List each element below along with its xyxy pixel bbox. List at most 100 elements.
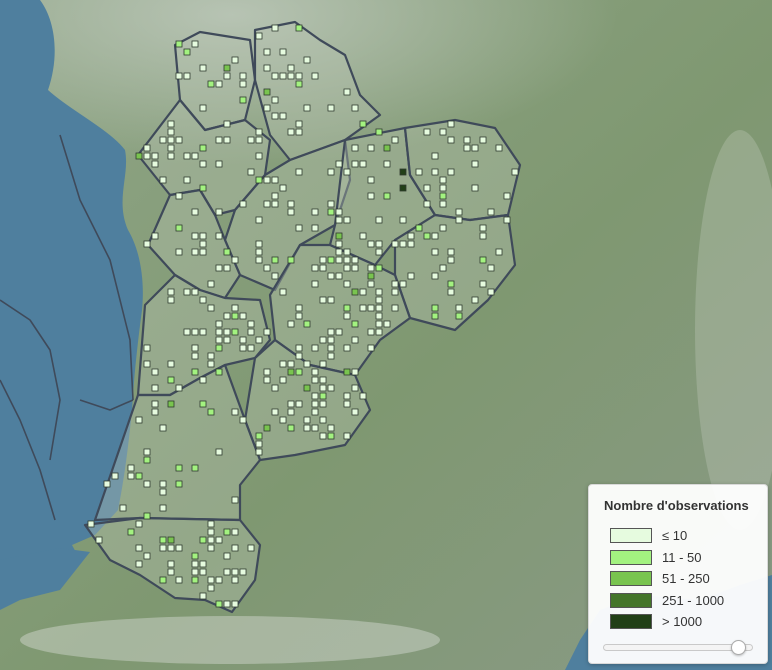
grid-cell <box>343 400 351 408</box>
grid-cell <box>319 264 327 272</box>
grid-cell <box>335 232 343 240</box>
grid-cell <box>431 272 439 280</box>
grid-cell <box>223 120 231 128</box>
grid-cell <box>207 352 215 360</box>
grid-cell <box>471 184 479 192</box>
grid-cell <box>399 168 407 176</box>
grid-cell <box>303 424 311 432</box>
grid-cell <box>439 200 447 208</box>
grid-cell <box>287 72 295 80</box>
grid-cell <box>327 200 335 208</box>
grid-cell <box>223 552 231 560</box>
grid-cell <box>223 336 231 344</box>
grid-cell <box>455 304 463 312</box>
grid-cell <box>119 504 127 512</box>
grid-cell <box>335 328 343 336</box>
grid-cell <box>495 248 503 256</box>
grid-cell <box>271 272 279 280</box>
grid-cell <box>367 192 375 200</box>
grid-cell <box>151 368 159 376</box>
grid-cell <box>167 296 175 304</box>
grid-cell <box>303 56 311 64</box>
grid-cell <box>159 488 167 496</box>
grid-cell <box>231 312 239 320</box>
grid-cell <box>255 440 263 448</box>
grid-cell <box>167 136 175 144</box>
grid-cell <box>399 184 407 192</box>
grid-cell <box>143 152 151 160</box>
grid-cell <box>287 64 295 72</box>
grid-cell <box>383 320 391 328</box>
grid-cell <box>223 528 231 536</box>
grid-cell <box>207 408 215 416</box>
grid-cell <box>175 248 183 256</box>
grid-cell <box>375 240 383 248</box>
grid-cell <box>231 256 239 264</box>
grid-cell <box>335 240 343 248</box>
grid-cell <box>327 104 335 112</box>
grid-cell <box>295 304 303 312</box>
grid-cell <box>335 160 343 168</box>
grid-cell <box>303 384 311 392</box>
grid-cell <box>255 448 263 456</box>
grid-cell <box>247 168 255 176</box>
grid-cell <box>199 240 207 248</box>
grid-cell <box>151 408 159 416</box>
grid-cell <box>335 248 343 256</box>
grid-cell <box>423 128 431 136</box>
grid-cell <box>135 544 143 552</box>
grid-cell <box>191 568 199 576</box>
grid-cell <box>447 256 455 264</box>
grid-cell <box>375 248 383 256</box>
slider-handle[interactable] <box>731 640 746 655</box>
grid-cell <box>263 48 271 56</box>
grid-cell <box>231 528 239 536</box>
grid-cell <box>327 352 335 360</box>
opacity-slider[interactable] <box>603 640 753 655</box>
grid-cell <box>223 72 231 80</box>
grid-cell <box>239 416 247 424</box>
grid-cell <box>431 232 439 240</box>
grid-cell <box>255 32 263 40</box>
grid-cell <box>263 104 271 112</box>
grid-cell <box>223 568 231 576</box>
grid-cell <box>231 408 239 416</box>
grid-cell <box>487 288 495 296</box>
department-boundary <box>0 379 56 521</box>
grid-cell <box>375 128 383 136</box>
grid-cell <box>351 320 359 328</box>
grid-cell <box>223 248 231 256</box>
grid-cell <box>359 288 367 296</box>
grid-cell <box>151 384 159 392</box>
grid-cell <box>159 544 167 552</box>
grid-cell <box>319 376 327 384</box>
grid-cell <box>351 368 359 376</box>
grid-cell <box>271 408 279 416</box>
grid-cell <box>295 80 303 88</box>
grid-cell <box>343 248 351 256</box>
grid-cell <box>351 408 359 416</box>
grid-cell <box>295 72 303 80</box>
grid-cell <box>295 368 303 376</box>
legend-list: ≤ 10 11 - 50 51 - 250 251 - 1000 > 1000 <box>601 525 755 633</box>
grid-cell <box>343 368 351 376</box>
grid-cell <box>199 232 207 240</box>
grid-cell <box>207 360 215 368</box>
grid-cell <box>311 72 319 80</box>
grid-cell <box>295 168 303 176</box>
grid-cell <box>215 80 223 88</box>
grid-cell <box>271 192 279 200</box>
grid-cell <box>303 104 311 112</box>
slider-track[interactable] <box>603 644 753 651</box>
grid-cell <box>263 424 271 432</box>
grid-cell <box>279 360 287 368</box>
grid-cell <box>231 600 239 608</box>
grid-cell <box>327 296 335 304</box>
grid-cell <box>407 272 415 280</box>
grid-cell <box>335 216 343 224</box>
legend-label: 11 - 50 <box>662 549 702 565</box>
grid-cell <box>343 312 351 320</box>
grid-cell <box>87 520 95 528</box>
